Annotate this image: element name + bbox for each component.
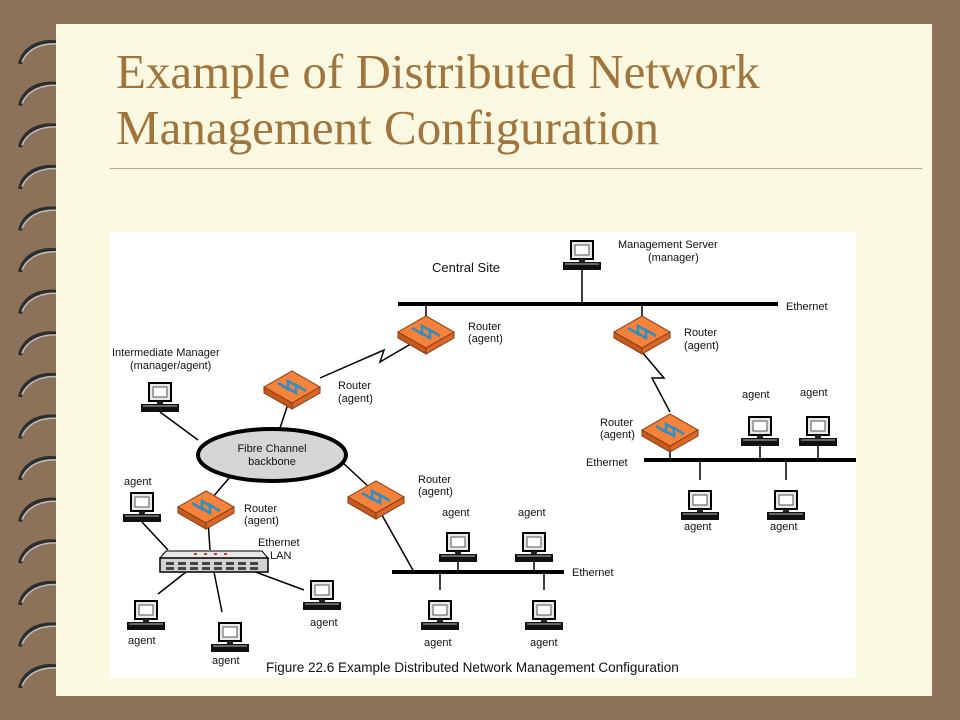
agent-label: agent	[442, 507, 470, 519]
router-agent-label: (agent)	[468, 333, 503, 345]
router-central-left	[396, 314, 456, 356]
agent-computer	[126, 600, 166, 631]
router-agent-label: (agent)	[418, 486, 453, 498]
mgmt-server-label-1: Management Server	[618, 239, 718, 251]
agent-computer	[798, 416, 838, 447]
agent-label: agent	[310, 617, 338, 629]
router-wan	[262, 369, 322, 411]
agent-computer	[302, 580, 342, 611]
wan-link-1	[319, 334, 427, 379]
agent-label: agent	[128, 635, 156, 647]
ethernet-lan-label-2: LAN	[270, 550, 291, 562]
agent-label: agent	[742, 389, 770, 401]
agent-computer	[524, 600, 564, 631]
network-diagram: Fibre Channel backbone	[110, 232, 856, 678]
agent-computer	[438, 532, 478, 563]
agent-computer	[210, 622, 250, 653]
ethernet-label-central: Ethernet	[786, 301, 828, 313]
fibre-label-1: Fibre Channel	[237, 443, 306, 455]
router-central-right	[612, 314, 672, 356]
agent-computer	[740, 416, 780, 447]
agent-label: agent	[530, 637, 558, 649]
ethernet-lan-hub	[158, 550, 270, 573]
wan-link-2	[641, 351, 671, 413]
router-label: Router	[468, 321, 501, 333]
management-server-computer	[562, 240, 602, 271]
central-site-label: Central Site	[432, 260, 500, 275]
ethernet-label-lower: Ethernet	[572, 567, 614, 579]
figure-caption: Figure 22.6 Example Distributed Network …	[266, 660, 679, 675]
title-line-1: Example of Distributed Network	[116, 44, 760, 99]
ethernet-label-right: Ethernet	[586, 457, 628, 469]
agent-computer	[122, 492, 162, 523]
router-agent-label: (agent)	[684, 340, 719, 352]
router-label: Router	[244, 503, 277, 515]
network-links	[141, 270, 856, 613]
intermediate-manager-label-2: (manager/agent)	[130, 360, 211, 372]
mgmt-server-label-2: (manager)	[648, 252, 699, 264]
agent-computer	[680, 490, 720, 521]
agent-label: agent	[424, 637, 452, 649]
intermediate-manager-label-1: Intermediate Manager	[112, 347, 220, 359]
router-lower	[346, 479, 406, 521]
ethernet-lan-label-1: Ethernet	[258, 537, 300, 549]
title-underline	[110, 168, 922, 169]
slide-title: Example of Distributed Network Managemen…	[116, 44, 760, 156]
agent-label: agent	[518, 507, 546, 519]
router-right-site	[640, 412, 700, 454]
router-label: Router	[600, 417, 633, 429]
intermediate-manager-computer	[140, 382, 180, 413]
agent-label: agent	[124, 476, 152, 488]
router-label: Router	[418, 474, 451, 486]
agent-label: agent	[212, 655, 240, 667]
fibre-channel-backbone	[196, 427, 348, 483]
agent-label: agent	[800, 387, 828, 399]
fibre-label-2: backbone	[248, 456, 296, 468]
router-agent-label: (agent)	[338, 393, 373, 405]
router-agent-label: (agent)	[244, 515, 279, 527]
router-lan	[176, 489, 236, 531]
agent-computer	[514, 532, 554, 563]
diagram-canvas: Fibre Channel backbone	[112, 239, 856, 675]
router-label: Router	[684, 327, 717, 339]
router-agent-label: (agent)	[600, 429, 635, 441]
agent-computer	[766, 490, 806, 521]
agent-label: agent	[684, 521, 712, 533]
router-label: Router	[338, 380, 371, 392]
agent-computer	[420, 600, 460, 631]
title-line-2: Management Configuration	[116, 100, 659, 155]
agent-label: agent	[770, 521, 798, 533]
